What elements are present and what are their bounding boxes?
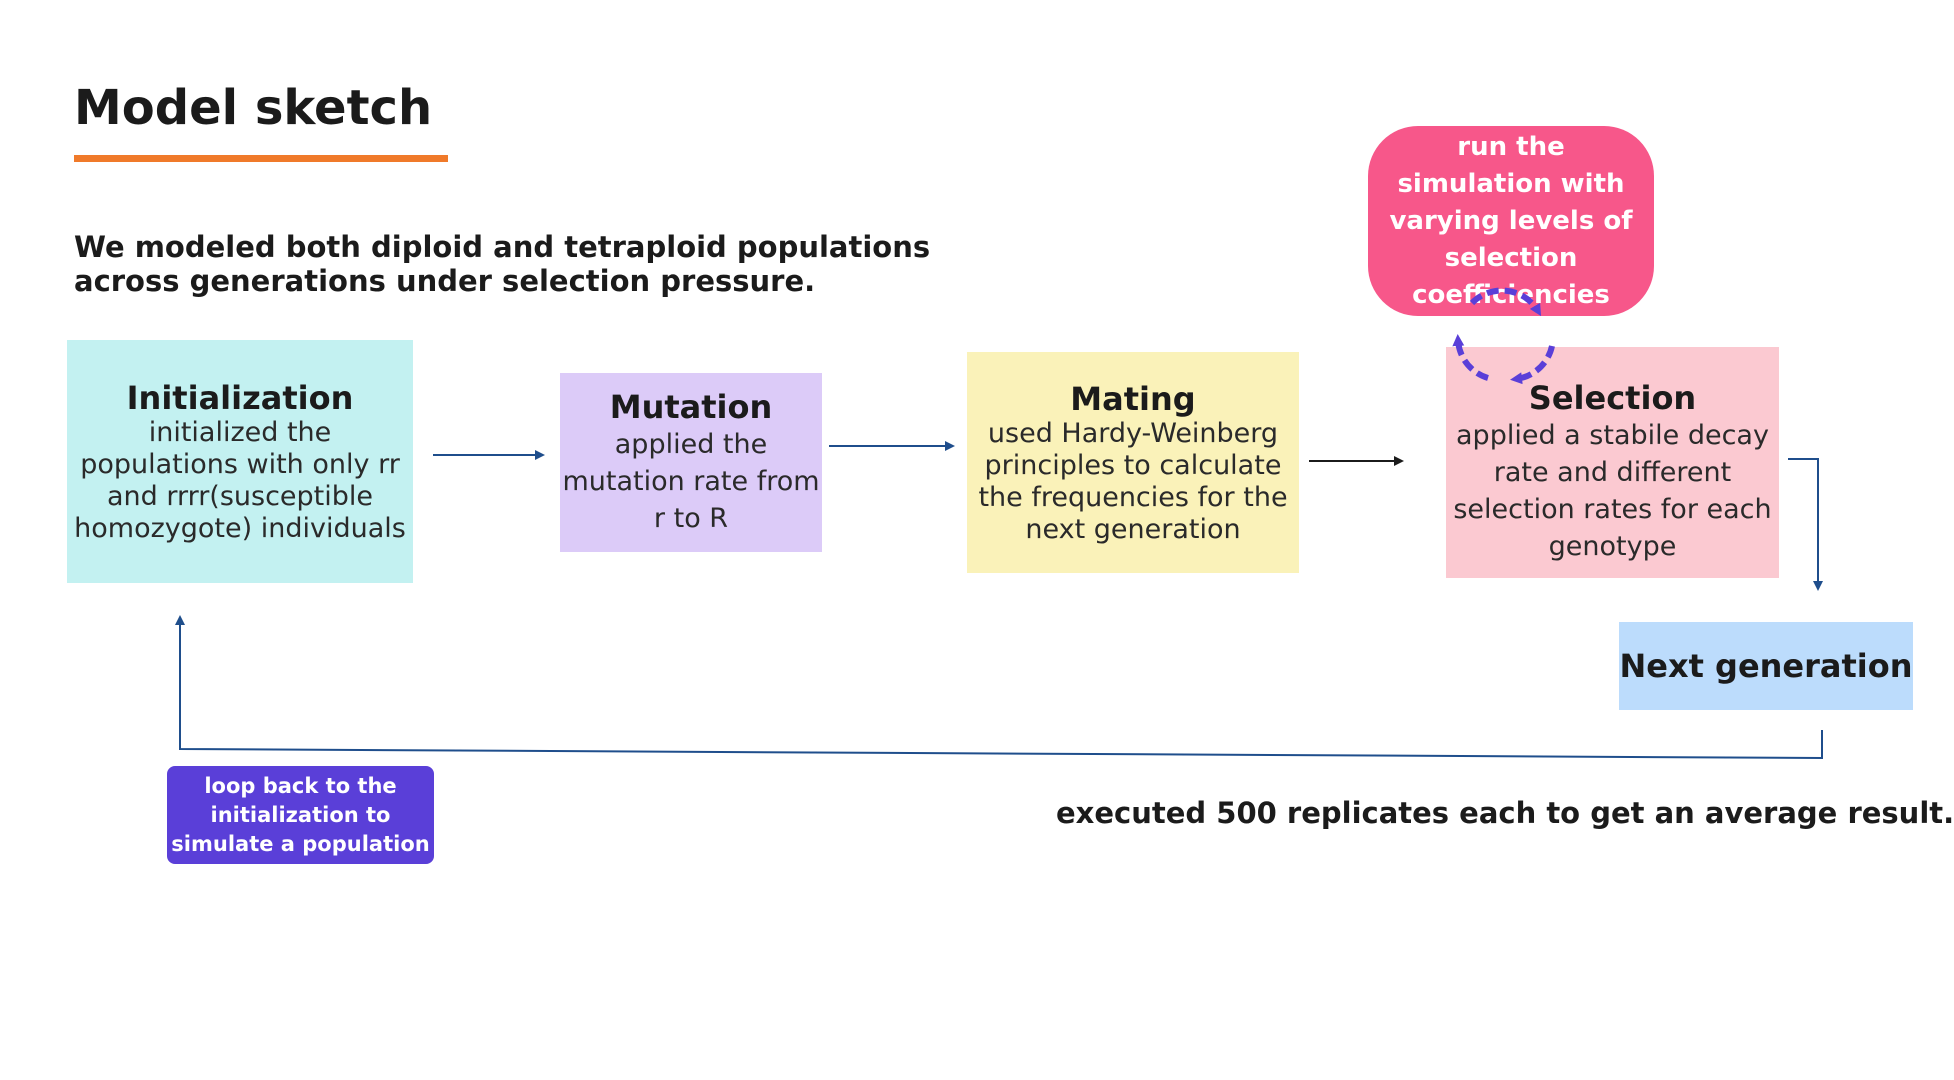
step-title: Mating: [1070, 379, 1196, 418]
step-title: Initialization: [126, 378, 354, 417]
selection-note: run the simulation with varying levels o…: [1368, 126, 1654, 316]
step-title: Mutation: [609, 388, 773, 426]
replicates-note: executed 500 replicates each to get an a…: [1056, 796, 1954, 830]
step-mating: Mating used Hardy-Weinberg principles to…: [967, 352, 1299, 573]
step-description: applied a stabile decay rate and differe…: [1453, 419, 1772, 562]
step-next-generation: Next generation: [1619, 622, 1913, 710]
step-selection: Selection applied a stabile decay rate a…: [1446, 347, 1779, 578]
step-title: Next generation: [1619, 647, 1913, 685]
step-title: Selection: [1528, 378, 1697, 417]
loop-back-arrow: [175, 615, 1823, 760]
step-description: used Hardy-Weinberg principles to calcul…: [978, 417, 1288, 545]
arrow-selection-to-next-generation: [1788, 458, 1823, 591]
loop-note: loop back to the initialization to simul…: [167, 766, 434, 864]
step-description: initialized the populations with only rr…: [74, 416, 406, 544]
subtitle: We modeled both diploid and tetraploid p…: [74, 230, 931, 298]
page-title: Model sketch: [74, 80, 433, 136]
step-mutation: Mutation applied the mutation rate from …: [560, 373, 822, 552]
step-description: applied the mutation rate from r to R: [562, 429, 820, 534]
refresh-cycle-icon: [1452, 287, 1555, 385]
title-underline: [74, 155, 448, 162]
step-initialization: Initialization initialized the populatio…: [67, 340, 413, 583]
